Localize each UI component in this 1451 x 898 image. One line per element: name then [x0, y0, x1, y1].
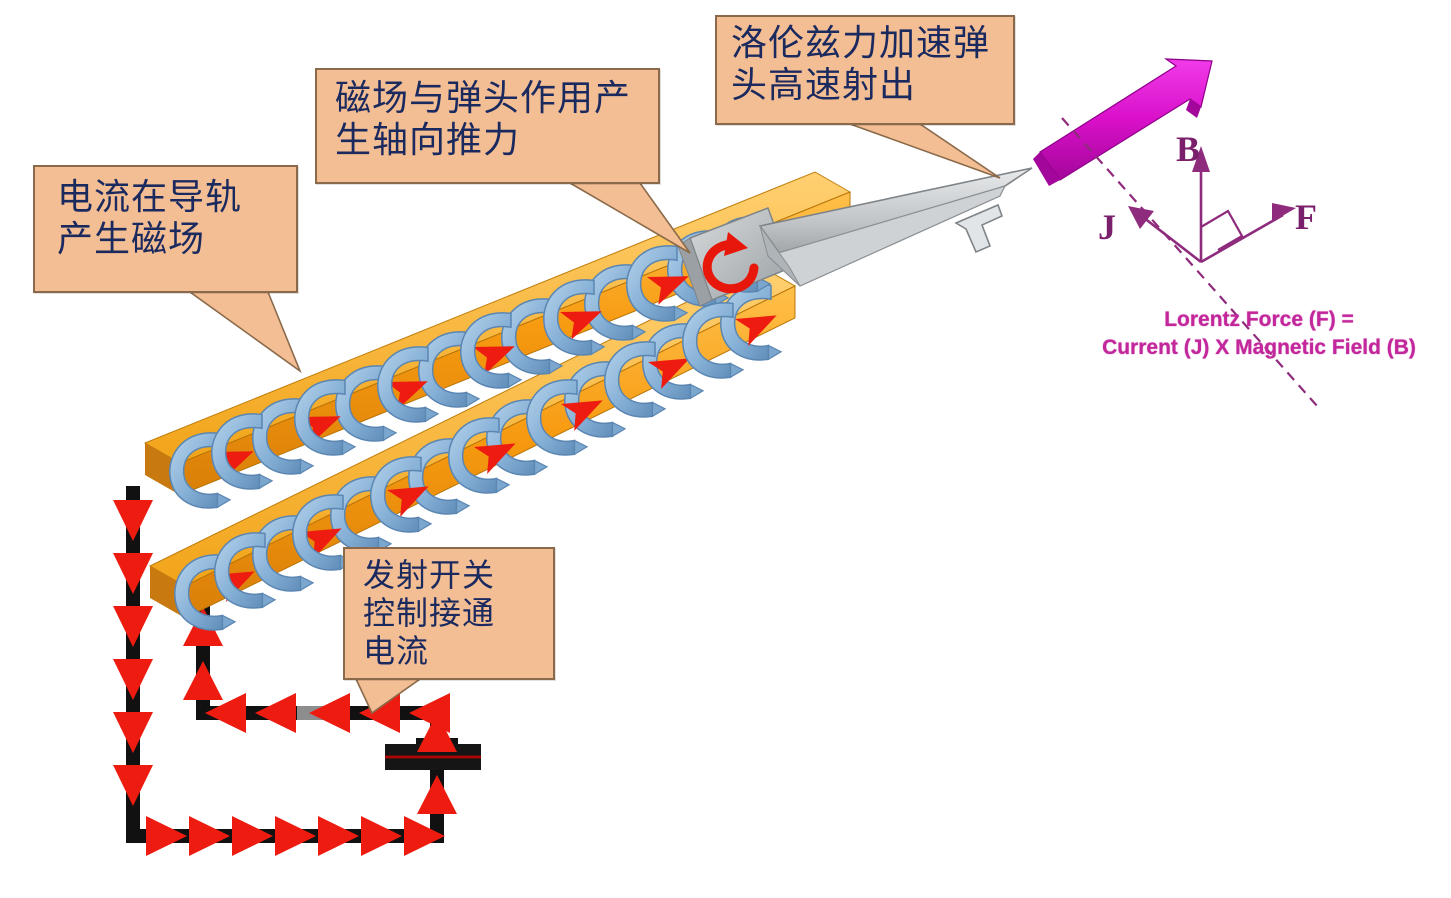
lorentz-caption-line1: Lorentz Force (F) = [1164, 308, 1354, 331]
tail-field-projectile [567, 182, 691, 254]
projectile-exit-arrow [1033, 58, 1213, 186]
callout-field-acts-on-projectile[interactable]: 磁场与弹头作用产 生轴向推力 [315, 68, 660, 184]
lorentz-caption-line2: Current (J) X Magnetic Field (B) [1102, 336, 1416, 360]
current-arrows-switchline [205, 693, 450, 733]
projectile-blade [758, 167, 1033, 287]
vector-f [1200, 213, 1284, 264]
tail-lorentz-exit [849, 123, 1001, 179]
vector-label-b: B [1176, 129, 1201, 169]
callout-launch-switch[interactable]: 发射开关 控制接通 电流 [343, 547, 555, 680]
current-arrows-right [417, 713, 457, 814]
tail-current-field [187, 291, 302, 374]
callout-launch-switch-text: 发射开关 控制接通 电流 [363, 556, 496, 670]
callout-current-generates-field[interactable]: 电流在导轨 产生磁场 [33, 165, 298, 293]
lorentz-vector-triad [1061, 117, 1319, 408]
vector-label-j: J [1098, 207, 1116, 247]
callout-current-generates-field-text: 电流在导轨 产生磁场 [57, 177, 243, 261]
callout-lorentz-accelerates-projectile-text: 洛伦兹力加速弹 头高速射出 [731, 23, 991, 107]
current-arrows-left [113, 500, 153, 806]
callout-field-acts-on-projectile-text: 磁场与弹头作用产 生轴向推力 [335, 78, 632, 162]
projectile-fin [954, 203, 1004, 254]
vector-label-f: F [1295, 197, 1317, 237]
lorentz-force-caption: Lorentz Force (F) = Current (J) X Magnet… [1094, 306, 1424, 363]
current-arrows-bottom [146, 816, 445, 856]
vector-j [1138, 212, 1202, 264]
callout-lorentz-accelerates-projectile[interactable]: 洛伦兹力加速弹 头高速射出 [715, 15, 1015, 125]
